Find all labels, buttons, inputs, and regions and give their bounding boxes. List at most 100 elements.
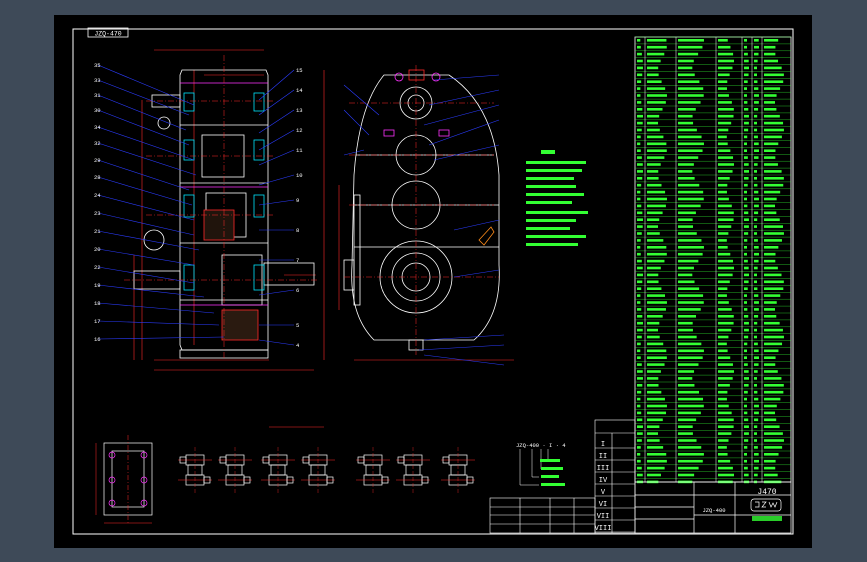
parts-row-text (678, 101, 701, 104)
parts-row-text (744, 466, 748, 470)
parts-row-text (764, 135, 782, 139)
parts-row-text (718, 108, 734, 111)
parts-row-text (764, 59, 779, 63)
parts-row-text (754, 321, 758, 325)
parts-row-text (637, 335, 642, 339)
parts-row-text (637, 59, 643, 63)
parts-row-text (647, 370, 661, 373)
parts-row-text (678, 384, 695, 387)
parts-row-text (744, 349, 747, 353)
parts-row-text (744, 45, 748, 49)
parts-row-text (637, 52, 642, 56)
parts-row-text (754, 363, 759, 366)
parts-row-text (754, 273, 757, 277)
parts-row-text (764, 183, 784, 187)
parts-row-text (678, 356, 703, 359)
parts-row-text (678, 121, 694, 125)
parts-row-text (647, 135, 664, 139)
parts-row-text (647, 397, 665, 401)
parts-row-text (718, 328, 732, 332)
parts-row-text (637, 239, 641, 242)
parts-row-text (637, 411, 642, 415)
parts-row-text (764, 466, 776, 470)
parts-row-text (718, 459, 731, 463)
parts-row-text (647, 204, 666, 208)
parts-row-text (718, 439, 729, 442)
parts-row-text (678, 246, 704, 249)
cad-drawing[interactable]: JZQ-470 (54, 15, 812, 548)
parts-row-text (647, 439, 660, 442)
parts-row-text (744, 280, 749, 284)
parts-row-text (718, 266, 734, 270)
parts-row-text (637, 142, 641, 146)
parts-row-text (678, 52, 699, 56)
svg-text:23: 23 (94, 210, 101, 217)
parts-row-text (744, 142, 747, 146)
parts-row-text (764, 301, 777, 304)
parts-row-text (754, 94, 759, 97)
parts-row-text (764, 377, 782, 380)
parts-row-text (754, 246, 759, 249)
parts-row-text (744, 211, 749, 215)
parts-row-text (754, 52, 759, 56)
parts-row-text (744, 315, 749, 318)
parts-row-text (744, 377, 749, 380)
parts-row-text (647, 39, 667, 42)
parts-row-text (744, 459, 747, 463)
parts-row-text (678, 183, 700, 187)
parts-row-text (744, 135, 748, 139)
parts-row-text (718, 101, 732, 104)
parts-row-text (764, 342, 783, 346)
parts-row-text (637, 156, 642, 159)
parts-row-text (647, 149, 667, 152)
svg-text:31: 31 (94, 92, 101, 99)
parts-row-text (754, 356, 759, 359)
parts-row-text (718, 280, 730, 284)
parts-row-text (754, 377, 757, 380)
parts-row-text (718, 59, 734, 63)
parts-row-text (678, 294, 704, 297)
parts-row-text (637, 301, 641, 304)
parts-row-text (718, 252, 731, 256)
parts-row-text (678, 142, 704, 146)
parts-row-text (754, 80, 758, 83)
parts-row-text (754, 294, 759, 297)
parts-row-text (647, 59, 661, 63)
parts-row-text (764, 425, 780, 428)
svg-text:VIII: VIII (595, 525, 612, 533)
parts-row-text (718, 66, 733, 70)
parts-row-text (647, 101, 666, 104)
parts-row-text (754, 87, 759, 90)
parts-row-text (647, 377, 659, 380)
parts-row-text (744, 363, 748, 366)
parts-row-text (637, 135, 641, 139)
parts-row-text (647, 225, 659, 228)
parts-row-text (647, 404, 667, 408)
parts-row-text (637, 170, 643, 173)
parts-row-text (744, 397, 747, 401)
svg-text:V: V (601, 489, 606, 497)
parts-row-text (647, 301, 667, 304)
parts-row-text (637, 204, 642, 208)
parts-row-text (678, 197, 704, 201)
parts-row-text (637, 397, 641, 401)
parts-row-text (744, 121, 749, 125)
parts-row-text (647, 211, 663, 215)
parts-row-text (754, 142, 759, 146)
parts-row-text (744, 252, 747, 256)
parts-row-text (718, 204, 732, 208)
parts-row-text (744, 246, 747, 249)
parts-row-text (744, 101, 748, 104)
parts-row-text (637, 356, 641, 359)
parts-row-text (744, 370, 749, 373)
parts-row-text (637, 66, 643, 70)
parts-row-text (754, 135, 758, 139)
parts-row-text (754, 66, 757, 70)
parts-row-text (744, 218, 749, 221)
parts-row-text (754, 114, 758, 118)
parts-row-text (637, 197, 641, 201)
parts-row-text (637, 121, 643, 125)
parts-row-text (744, 294, 747, 297)
parts-row-text (637, 473, 643, 477)
parts-row-text (764, 177, 784, 180)
